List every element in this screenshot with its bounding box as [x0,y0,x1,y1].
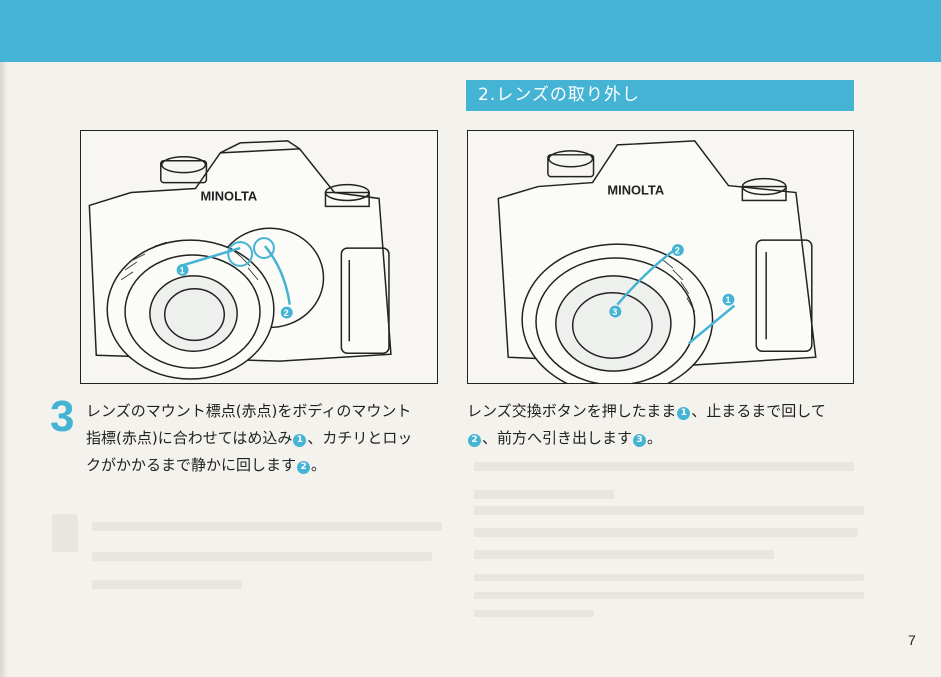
show-through-number [52,514,78,552]
step-number: 3 [50,392,75,441]
page-number: 7 [908,632,916,648]
marker-2-label: 2 [675,246,680,256]
step-badge-1: 1 [293,434,307,447]
camera-mount-drawing: MINOLTA 1 2 [88,140,392,380]
top-color-band [0,0,941,62]
instruction-text: 、前方へ引き出します [482,429,633,447]
marker-2-icon [280,306,293,319]
step-badge-1: 1 [677,407,691,420]
show-through-line [474,610,594,617]
camera-illustration-mounting: MINOLTA 1 2 [80,130,438,384]
camera-brand-label: MINOLTA [607,182,664,197]
marker-1-label: 1 [725,295,730,305]
section-title: 2.レンズの取り外し [478,85,640,105]
instruction-text: 。 [647,429,663,447]
step-badge-2: 2 [468,434,481,447]
marker-2-icon [671,244,684,257]
show-through-line [474,462,854,471]
page-binding-edge [0,62,8,677]
show-through-line [92,552,432,561]
show-through-line [92,580,242,589]
section-title-bar: 2.レンズの取り外し [466,80,854,111]
show-through-line [474,490,614,499]
camera-brand-label: MINOLTA [200,188,257,203]
instruction-text: レンズ交換ボタンを押したまま [467,402,677,420]
show-through-line [474,574,864,581]
instruction-text: 指標(赤点)に合わせてはめ込み [86,429,293,447]
camera-removal-drawing: MINOLTA 2 3 1 [497,140,817,383]
step-badge-3: 3 [633,434,647,447]
marker-3-icon [609,305,622,318]
marker-1-icon [176,263,189,276]
marker-3-label: 3 [612,307,617,317]
marker-2-label: 2 [284,308,289,318]
camera-illustration-removal: MINOLTA 2 3 1 [467,130,854,384]
show-through-line [474,592,864,599]
marker-1-icon [722,293,735,306]
instruction-text: 。 [311,456,327,474]
marker-1-label: 1 [180,265,185,275]
show-through-line [474,528,858,537]
show-through-line [474,506,864,515]
instruction-line: レンズのマウント標点(赤点)をボディのマウント [86,402,412,420]
step-badge-2: 2 [297,461,311,474]
instruction-text: 、カチリとロッ [307,429,413,447]
instruction-text: 、止まるまで回して [691,402,826,420]
instruction-text: クがかかるまで静かに回します [86,456,297,474]
show-through-line [474,550,774,559]
show-through-line [92,522,442,531]
